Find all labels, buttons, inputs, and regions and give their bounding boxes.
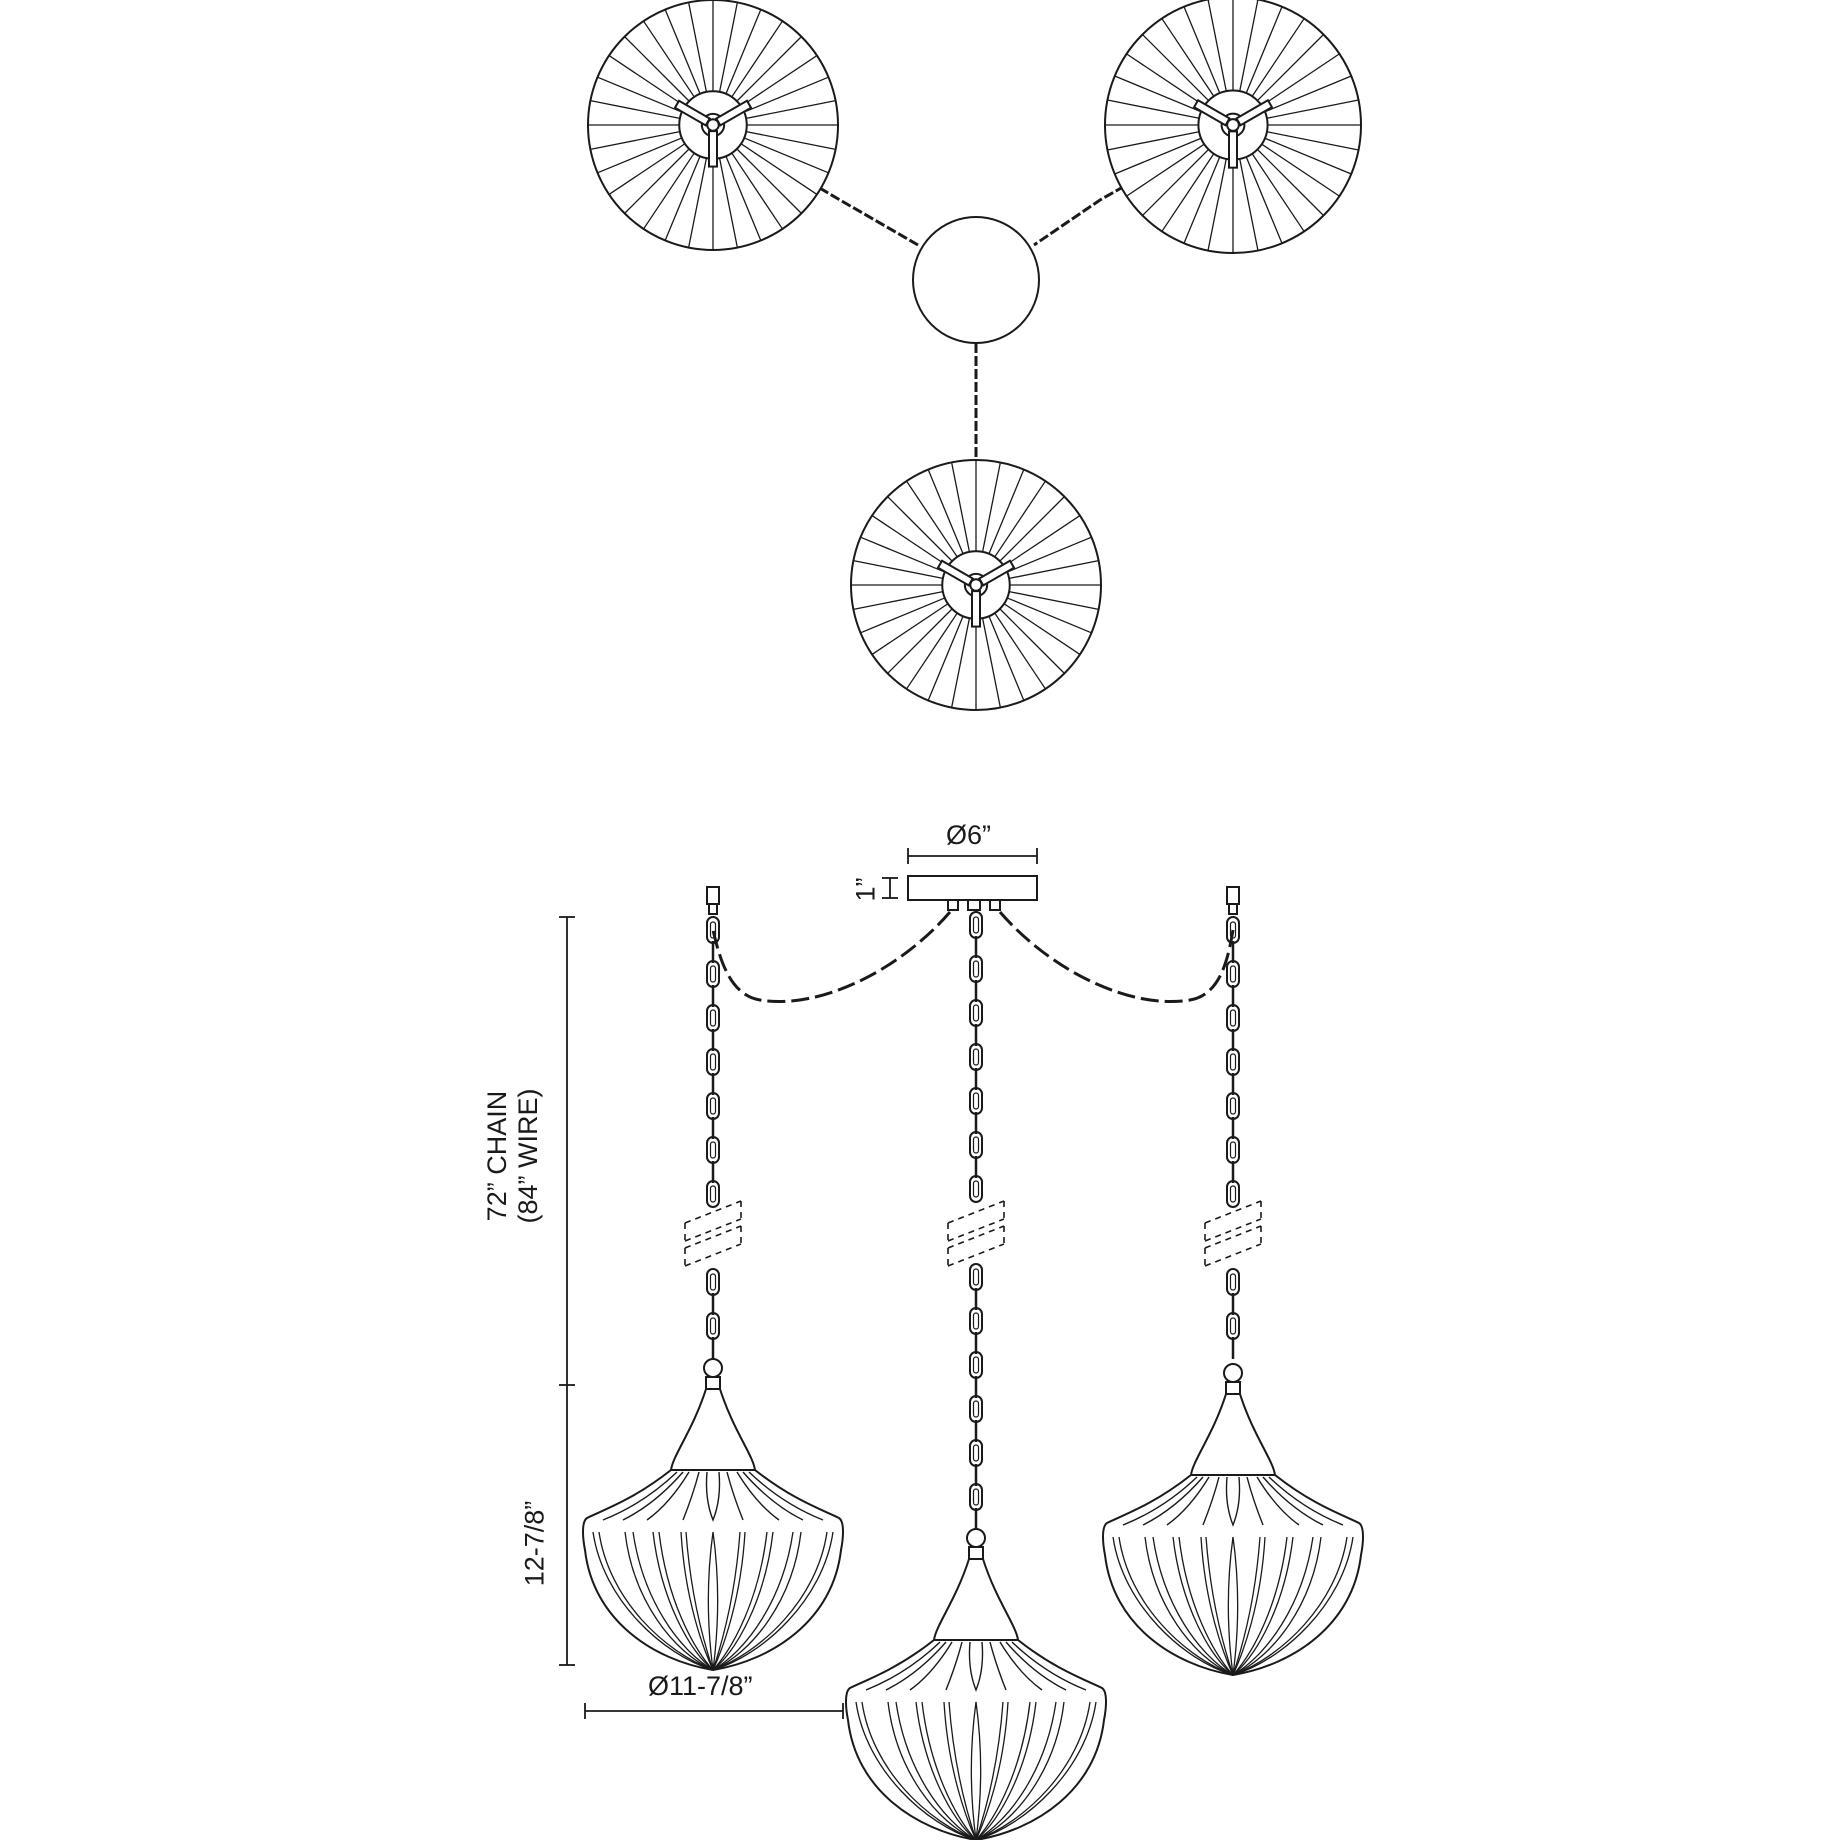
dim-canopy-height [882, 877, 898, 899]
front-elevation [559, 848, 1364, 1840]
right-pendant [1102, 1363, 1364, 1676]
middle-chain [969, 911, 983, 1532]
left-chain [706, 916, 720, 1361]
chain-length-label: 72” CHAIN (84” WIRE) [482, 1041, 544, 1271]
swag-chain-right [998, 911, 1235, 1003]
dim-shade-diameter [584, 1703, 844, 1719]
middle-pendant [845, 1528, 1107, 1840]
canopy-top [912, 216, 1040, 344]
dim-vertical [559, 916, 575, 1666]
chain-length-line2: (84” WIRE) [513, 1088, 543, 1224]
bottom-shade [850, 459, 1102, 711]
canopy [907, 875, 1038, 901]
shade-diameter-label: Ø11-7/8” [648, 1671, 753, 1701]
canopy-height-label: 1” [850, 877, 881, 902]
top-view [587, 0, 1362, 711]
right-shade [1104, 0, 1362, 254]
chain-length-line1: 72” CHAIN [481, 1090, 512, 1222]
canopy-diameter-label: Ø6” [946, 820, 992, 850]
right-chain [1226, 916, 1240, 1361]
left-pendant [582, 1358, 844, 1671]
shade-height-label: 12-7/8” [519, 1500, 550, 1587]
swag-chain-left [711, 911, 952, 1003]
dim-canopy-diameter [907, 848, 1038, 864]
left-shade [587, 0, 839, 251]
